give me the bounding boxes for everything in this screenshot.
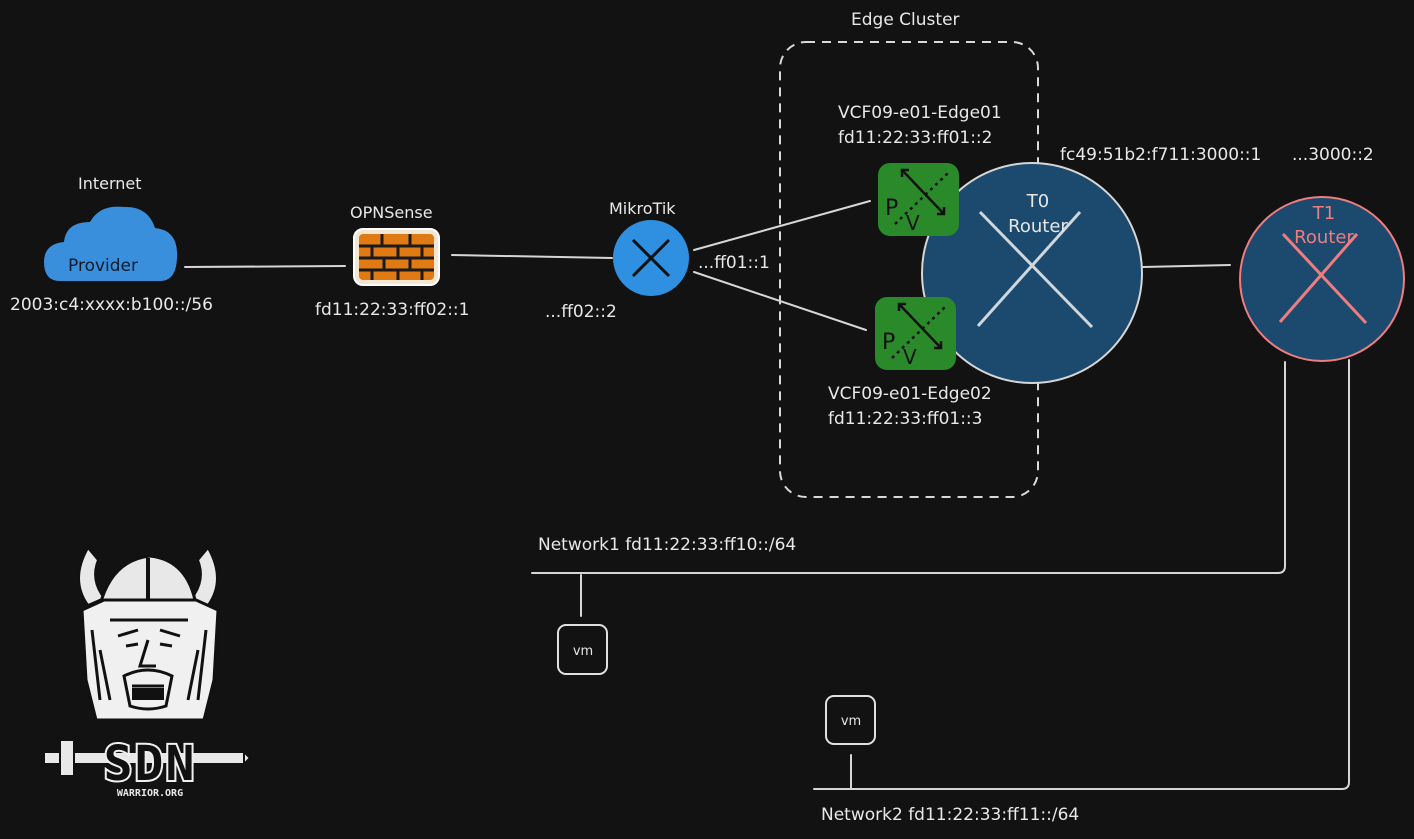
network1-label: Network1 fd11:22:33:ff10::/64 [538,535,797,555]
mikrotik-downlink-address: ...ff01::1 [698,253,770,273]
edge-cluster-title: Edge Cluster [851,10,960,30]
edge01-v-letter: V [906,211,920,235]
vm2-icon[interactable]: vm [825,695,876,745]
edge01-node-icon[interactable]: P V [878,163,959,236]
t1-router-icon[interactable]: T1 Router [1239,196,1405,362]
internet-heading: Internet [78,174,142,193]
mikrotik-heading: MikroTik [609,199,676,218]
internet-prefix: 2003:c4:xxxx:b100::/56 [10,295,213,315]
edge02-node-icon[interactable]: P V [875,297,956,370]
t0-transit-address: fc49:51b2:f711:3000::1 [1060,145,1262,165]
logo-subtext: WARRIOR.ORG [117,788,183,799]
edge01-address: fd11:22:33:ff01::2 [838,128,993,148]
sdn-warrior-logo: SDN WARRIOR.ORG [43,546,252,799]
link-mikrotik-edge01 [693,200,871,251]
cloud-icon[interactable]: Provider [44,206,178,281]
mikrotik-uplink-address: ...ff02::2 [545,302,617,322]
vm2-label: vm [841,714,861,729]
vm1-icon[interactable]: vm [557,624,608,675]
mikrotik-router-icon[interactable] [613,220,689,296]
edge02-v-letter: V [903,345,917,369]
link-internet-opnsense [184,265,346,268]
edge02-address: fd11:22:33:ff01::3 [828,409,983,429]
link-opnsense-mikrotik [451,254,613,259]
link-t1-network1 [531,361,1286,574]
opnsense-heading: OPNSense [350,203,433,222]
t0-router-icon[interactable]: T0 Router [921,162,1143,384]
t1-line1: T1 [1312,203,1335,224]
vm1-label: vm [573,644,593,659]
link-t0-t1 [1142,264,1231,268]
edge01-name: VCF09-e01-Edge01 [838,103,1002,123]
logo-text: SDN [104,736,197,792]
network2-label: Network2 fd11:22:33:ff11::/64 [821,805,1080,825]
edge01-p-letter: P [885,196,898,221]
opnsense-address: fd11:22:33:ff02::1 [315,300,470,320]
t0-line1: T0 [1026,191,1049,212]
edge02-p-letter: P [882,330,895,355]
cloud-label: Provider [68,256,138,276]
t1-transit-address: ...3000::2 [1292,145,1374,165]
t1-line2: Router [1294,227,1354,248]
firewall-icon[interactable] [353,228,440,286]
links [184,200,1350,790]
link-t1-network2 [813,359,1350,790]
edge02-name: VCF09-e01-Edge02 [828,384,992,404]
t0-line2: Router [1008,216,1068,237]
link-mikrotik-edge02 [693,271,867,331]
